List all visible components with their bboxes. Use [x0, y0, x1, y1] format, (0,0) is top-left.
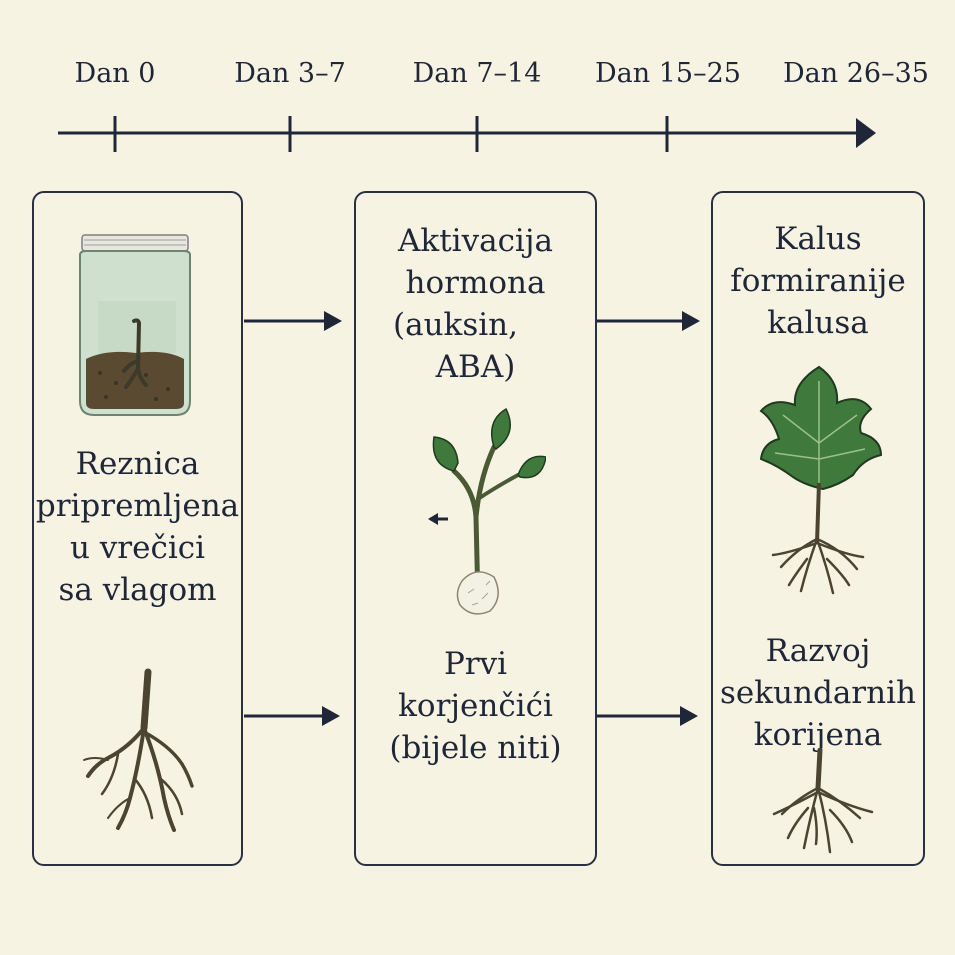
caption-line: korijena: [753, 717, 883, 753]
panel-middle-top-caption: Aktivacija hormona (auksin, ABA): [356, 220, 595, 388]
caption-line: kalusa: [767, 305, 869, 341]
panel-callus-formation: Kalus formiranije kalusa Razvoj sekundar…: [711, 191, 925, 866]
sprouting-cutting-icon: [428, 407, 546, 615]
caption-line: korjenčići: [398, 688, 553, 724]
caption-line: u vrečici: [69, 530, 206, 566]
root-cutting-icon: [83, 668, 194, 832]
panel-right-top-caption: Kalus formiranije kalusa: [713, 218, 923, 344]
caption-line: (bijele niti): [389, 730, 562, 766]
panel-left-caption: Reznica pripremljena u vrečici sa vlagom: [34, 443, 241, 611]
timeline-label-2: Dan 7–14: [412, 58, 542, 89]
timeline-label-3: Dan 15–25: [595, 58, 741, 89]
panel-cutting-prep: Reznica pripremljena u vrečici sa vlagom: [32, 191, 243, 866]
caption-line: Aktivacija: [398, 223, 553, 259]
timeline-label-1: Dan 3–7: [234, 58, 346, 89]
secondary-roots-icon: [772, 748, 874, 854]
caption-line: Prvi: [443, 646, 508, 682]
fig-leaf-icon: [759, 365, 883, 595]
caption-line: hormona: [405, 265, 546, 301]
caption-line: (auksin,: [393, 307, 518, 343]
caption-line: Kalus: [774, 221, 862, 257]
caption-line: sa vlagom: [58, 572, 217, 608]
caption-line: pripremljena: [35, 488, 240, 524]
caption-line: ABA): [435, 349, 516, 385]
caption-line: Razvoj: [765, 633, 871, 669]
timeline-label-4: Dan 26–35: [783, 58, 929, 89]
panel-right-bottom-caption: Razvoj sekundarnih korijena: [713, 630, 923, 756]
jar-icon: [79, 234, 191, 416]
panel-hormone-activation: Aktivacija hormona (auksin, ABA) Prvi ko…: [354, 191, 597, 866]
timeline-label-0: Dan 0: [74, 58, 156, 89]
caption-line: sekundarnih: [720, 675, 916, 711]
caption-line: formiranije: [730, 263, 906, 299]
caption-line: Reznica: [75, 446, 200, 482]
panel-middle-bottom-caption: Prvi korjenčići (bijele niti): [356, 643, 595, 769]
